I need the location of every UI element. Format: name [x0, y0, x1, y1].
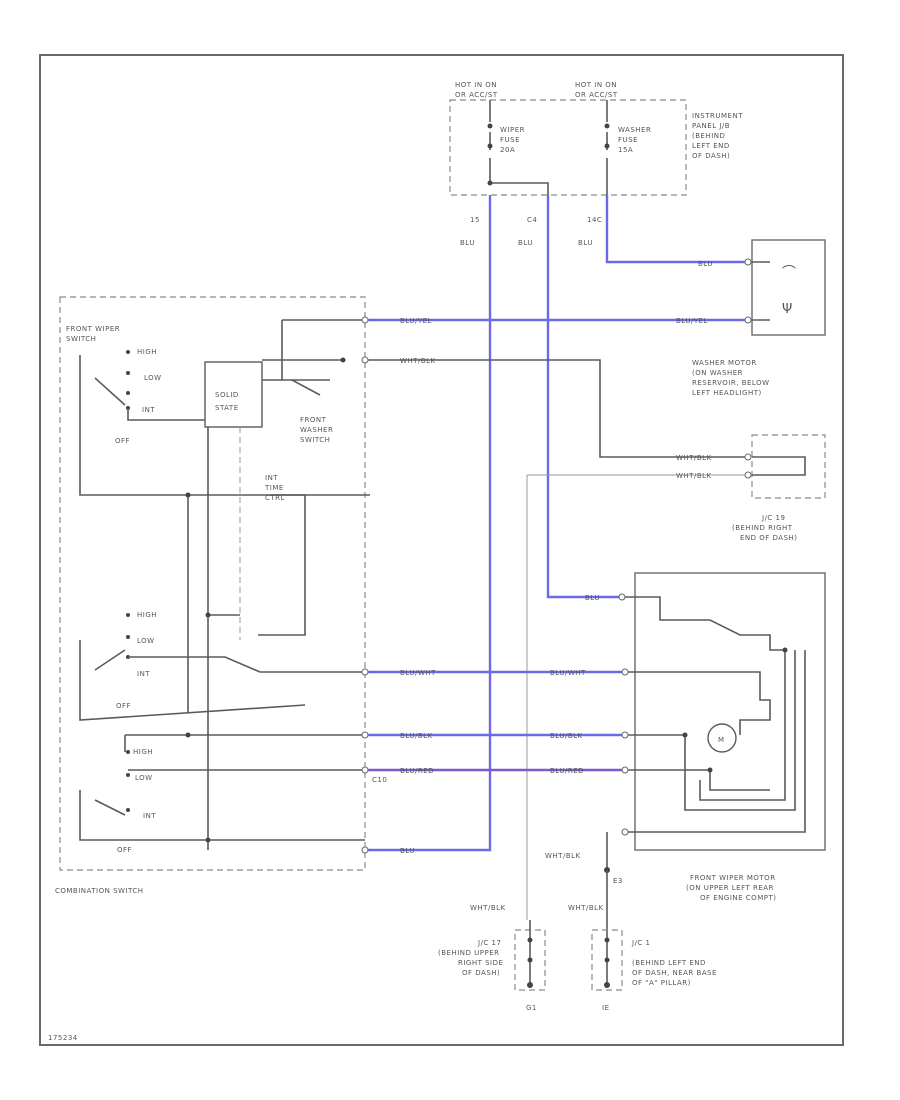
washer-motor-symbol-icon: ⌒ — [782, 265, 796, 281]
wiper-fuse-l1: WIPER — [500, 126, 525, 134]
wiper-switch-title-l2: SWITCH — [66, 335, 96, 343]
combination-switch: FRONT WIPER SWITCH COMBINATION SWITCH C1… — [55, 296, 387, 895]
connector-c10: C10 — [372, 776, 387, 784]
pin-14c-color: BLU — [578, 239, 593, 247]
jc17-l2: (BEHIND UPPER — [438, 949, 500, 957]
washer-motor-l2: (ON WASHER — [692, 369, 743, 377]
washer-fuse-l3: 15A — [618, 146, 633, 154]
hot-left-line1: HOT IN ON — [455, 81, 497, 89]
wire4-left: BLU/BLK — [400, 732, 433, 740]
fuse-block: HOT IN ON OR ACC/ST HOT IN ON OR ACC/ST … — [449, 81, 743, 247]
top-off: OFF — [115, 437, 130, 445]
solid-state-l1: SOLID — [215, 391, 239, 399]
wire2-left: WHT/BLK — [400, 357, 436, 365]
combination-switch-label: COMBINATION SWITCH — [55, 887, 144, 895]
bot-high: HIGH — [133, 748, 153, 756]
washer-fuse-l2: FUSE — [618, 136, 638, 144]
mid-off: OFF — [116, 702, 131, 710]
wire6-left: BLU — [400, 847, 415, 855]
hot-right-line1: HOT IN ON — [575, 81, 617, 89]
int-time-l1: INT — [265, 474, 278, 482]
jc19-l3: END OF DASH) — [740, 534, 798, 542]
hot-left-line2: OR ACC/ST — [455, 91, 498, 99]
pin-15: 15 — [470, 216, 480, 224]
wire3-left: BLU/WHT — [400, 669, 436, 677]
top-int: INT — [142, 406, 155, 414]
jc17-l3: RIGHT SIDE — [458, 959, 503, 967]
top-high: HIGH — [137, 348, 157, 356]
pin-14c: 14C — [587, 216, 602, 224]
wiper-motor-l1: FRONT WIPER MOTOR — [690, 874, 776, 882]
ground-circuits: WHT/BLK E3 WHT/BLK WHT/BLK J/C 17 (BEHIN… — [438, 832, 717, 1012]
jc-b-label: WHT/BLK — [676, 472, 712, 480]
wiper-motor: M FRONT WIPER MOTOR (ON UPPER LEFT REAR … — [618, 572, 826, 902]
washer-motor-l3: RESERVOIR, BELOW — [692, 379, 770, 387]
wiper-switch-title-l1: FRONT WIPER — [66, 325, 120, 333]
int-time-l3: CTRL — [265, 494, 285, 502]
harness-wires: BLU/YEL BLU/YEL WHT/BLK WHT/BLK WHT/BLK … — [361, 258, 752, 920]
washer-fuse-l1: WASHER — [618, 126, 651, 134]
pin-c4-color: BLU — [518, 239, 533, 247]
fuse-location-l2: PANEL J/B — [692, 122, 730, 130]
ground-ie: IE — [602, 1004, 610, 1012]
solid-state-l2: STATE — [215, 404, 239, 412]
bot-low: LOW — [135, 774, 153, 782]
wiper-motor-icon — [707, 723, 737, 753]
jc19-junction: J/C 19 (BEHIND RIGHT END OF DASH) — [732, 434, 826, 542]
wiper-motor-l2: (ON UPPER LEFT REAR — [686, 884, 774, 892]
washer-motor: ⌒ Ψ BLU WASHER MOTOR (ON WASHER RESERVOI… — [692, 239, 826, 397]
motor-feed-label: BLU — [585, 594, 600, 602]
ground-e3: E3 — [613, 877, 623, 885]
wiper-motor-l3: OF ENGINE COMPT) — [700, 894, 776, 902]
bot-int: INT — [143, 812, 156, 820]
wire1-right: BLU/YEL — [676, 317, 708, 325]
diagram-frame — [39, 54, 844, 1046]
washer-switch-l1: FRONT — [300, 416, 327, 424]
ground-g1: G1 — [526, 1004, 537, 1012]
fuse-location-l1: INSTRUMENT — [692, 112, 743, 120]
blue-feeds — [365, 195, 748, 852]
wire3-right: BLU/WHT — [550, 669, 586, 677]
gnd-left-label: WHT/BLK — [470, 904, 506, 912]
wire1-left: BLU/YEL — [400, 317, 432, 325]
washer-switch-l3: SWITCH — [300, 436, 330, 444]
washer-motor-l1: WASHER MOTOR — [692, 359, 757, 367]
motor-ground-label: WHT/BLK — [545, 852, 581, 860]
jc19-l1: J/C 19 — [761, 514, 785, 522]
top-low: LOW — [144, 374, 162, 382]
mid-int: INT — [137, 670, 150, 678]
bot-off: OFF — [117, 846, 132, 854]
jc1-l4: OF "A" PILLAR) — [632, 979, 691, 987]
washer-switch-l2: WASHER — [300, 426, 333, 434]
pump-icon: Ψ — [782, 302, 792, 317]
int-time-l2: TIME — [264, 484, 284, 492]
washer-feed-label: BLU — [698, 260, 713, 268]
fuse-location-l3: (BEHIND — [692, 132, 725, 140]
wire5-left: BLU/RED — [400, 767, 434, 775]
jc1-l3: OF DASH, NEAR BASE — [632, 969, 717, 977]
washer-motor-l4: LEFT HEADLIGHT) — [692, 389, 762, 397]
jc1-l2: (BEHIND LEFT END — [632, 959, 706, 967]
mid-low: LOW — [137, 637, 155, 645]
pin-15-color: BLU — [460, 239, 475, 247]
footer-code: 175234 — [48, 1034, 78, 1042]
jc19-l2: (BEHIND RIGHT — [732, 524, 793, 532]
fuse-location-l5: OF DASH) — [692, 152, 730, 160]
hot-right-line2: OR ACC/ST — [575, 91, 618, 99]
fuse-location-l4: LEFT END — [692, 142, 730, 150]
jc-a-label: WHT/BLK — [676, 454, 712, 462]
wiper-fuse-l2: FUSE — [500, 136, 520, 144]
jc17-l4: OF DASH) — [462, 969, 500, 977]
wiper-fuse-l3: 20A — [500, 146, 515, 154]
mid-high: HIGH — [137, 611, 157, 619]
wire5-right: BLU/RED — [550, 767, 584, 775]
motor-m-label: M — [718, 736, 725, 744]
jc17-l1: J/C 17 — [477, 939, 501, 947]
jc1-l1: J/C 1 — [631, 939, 651, 947]
wire4-right: BLU/BLK — [550, 732, 583, 740]
pin-c4: C4 — [527, 216, 537, 224]
gnd-right-label: WHT/BLK — [568, 904, 604, 912]
